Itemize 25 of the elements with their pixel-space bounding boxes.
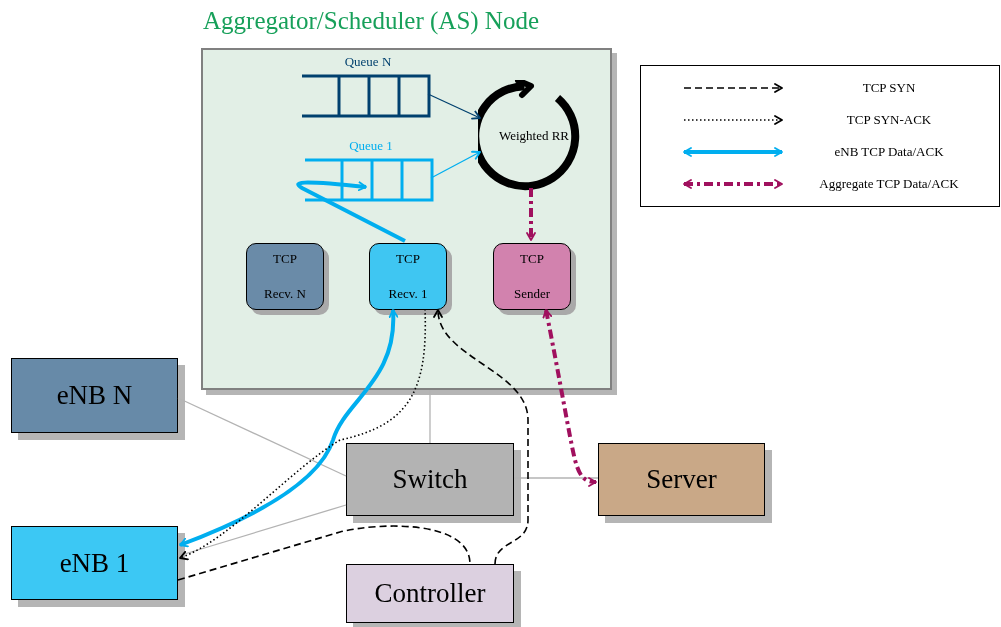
box-label: Recv. N [264,286,306,302]
connector-line [177,504,347,557]
arrow [179,308,427,560]
legend-label: Aggregate TCP Data/ACK [818,175,960,194]
arrow [427,93,481,120]
box-label: TCP [273,251,297,267]
diagram-heading: Aggregator/Scheduler (AS) Node [203,6,539,37]
queue-label: Queue 1 [348,138,394,153]
arrow [430,150,481,179]
box-label: Recv. 1 [388,286,428,302]
legend-label: TCP SYN [861,79,917,98]
box-label: TCP [520,251,544,267]
box-label: TCP [396,251,420,267]
arrow [296,180,406,243]
arrow [179,309,398,548]
arrow [542,309,597,487]
connector-line [177,397,347,477]
legend-label: TCP SYN-ACK [845,111,933,130]
queue-label: Queue N [343,54,393,69]
box-label: Sender [513,286,551,302]
arrow [526,188,536,241]
connector-line [177,525,471,581]
circle-label: Weighted RR [497,128,571,144]
legend-label: eNB TCP Data/ACK [833,143,945,162]
arrow [434,309,529,565]
